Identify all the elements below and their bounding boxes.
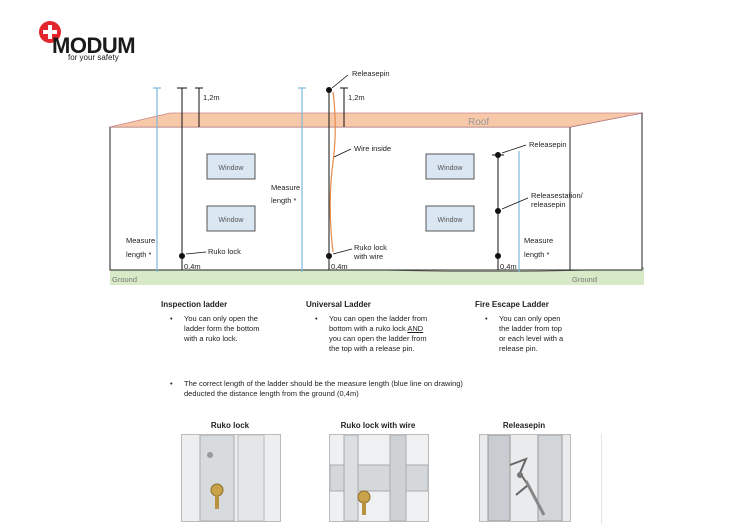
svg-text:Releasestation/: Releasestation/ <box>531 191 584 200</box>
svg-text:Ground: Ground <box>112 275 137 284</box>
svg-text:1,2m: 1,2m <box>348 93 365 102</box>
svg-text:Measure: Measure <box>524 236 553 245</box>
svg-text:with wire: with wire <box>353 252 383 261</box>
svg-text:Releasepin: Releasepin <box>352 69 390 78</box>
svg-text:releasepin: releasepin <box>531 200 566 209</box>
svg-text:Measure: Measure <box>271 183 300 192</box>
fire-escape-ladder-title: Fire Escape Ladder <box>475 300 549 309</box>
svg-text:1,2m: 1,2m <box>203 93 220 102</box>
universal-ladder-title: Universal Ladder <box>306 300 371 309</box>
building-front <box>109 126 571 271</box>
window-3: Window <box>425 153 475 180</box>
inspection-ladder-title: Inspection ladder <box>161 300 228 309</box>
photo-ruko-lock <box>181 434 281 522</box>
divider <box>601 434 602 524</box>
svg-text:Window: Window <box>438 217 464 224</box>
svg-text:Measure: Measure <box>126 236 155 245</box>
brand-name: MODUM <box>52 33 136 58</box>
ground-strip <box>110 268 644 285</box>
ladder-diagram: Roof Window Window Window Window <box>109 69 645 285</box>
universal-ladder-text: • You can open the ladder from bottom wi… <box>315 314 428 353</box>
svg-text:Ruko lock: Ruko lock <box>354 243 387 252</box>
window-2: Window <box>206 205 256 232</box>
svg-text:0,4m: 0,4m <box>331 262 348 271</box>
photo-title-ruko-lock-with-wire: Ruko lock with wire <box>340 421 416 430</box>
svg-text:Window: Window <box>219 165 245 172</box>
photo-releasepin <box>479 434 571 522</box>
svg-text:Ground: Ground <box>572 275 597 284</box>
length-note: • The correct length of the ladder shoul… <box>170 379 463 398</box>
brand-tagline: for your safety <box>68 53 119 62</box>
svg-text:length *: length * <box>271 196 297 205</box>
svg-text:Releasepin: Releasepin <box>529 140 567 149</box>
svg-text:0,4m: 0,4m <box>500 262 517 271</box>
window-1: Window <box>206 153 256 180</box>
roof <box>109 112 643 128</box>
svg-text:Wire inside: Wire inside <box>354 144 391 153</box>
photo-title-releasepin: Releasepin <box>502 421 546 430</box>
svg-text:length *: length * <box>126 250 152 259</box>
svg-text:Window: Window <box>219 217 245 224</box>
svg-text:Window: Window <box>438 165 464 172</box>
fire-escape-ladder-text: • You can only open the ladder from top … <box>485 314 564 353</box>
inspection-ladder-text: • You can only open the ladder form the … <box>170 314 260 343</box>
window-4: Window <box>425 205 475 232</box>
wire <box>329 91 336 253</box>
roof-label: Roof <box>468 117 489 128</box>
svg-text:Ruko lock: Ruko lock <box>208 247 241 256</box>
svg-text:0,4m: 0,4m <box>184 262 201 271</box>
svg-text:length *: length * <box>524 250 550 259</box>
photo-title-ruko-lock: Ruko lock <box>210 421 250 430</box>
photo-ruko-lock-with-wire <box>329 434 429 522</box>
ruko-lock-dot <box>179 253 185 259</box>
red-cross-logo-icon <box>39 21 61 43</box>
